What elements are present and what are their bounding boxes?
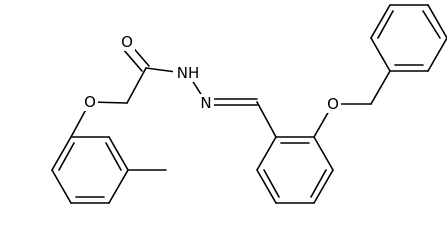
tolyl-ring — [51, 136, 167, 204]
amide-bond — [145, 67, 177, 73]
imine-aryl-bond — [256, 101, 277, 138]
carbonyl-ch2-bond — [126, 67, 147, 104]
amide-nh-label: NH — [177, 64, 200, 82]
bonds — [51, 4, 447, 204]
ether-oxygen-label: O — [84, 93, 96, 111]
imine-nitrogen-label: N — [200, 94, 211, 112]
structure-drawing: O NH N O O — [51, 4, 447, 204]
carbonyl-oxygen-label: O — [121, 33, 133, 51]
carbonyl-double-bond-a — [122, 48, 143, 72]
phenyl-ring — [370, 4, 447, 72]
atom-labels: O NH N O O — [82, 33, 341, 113]
benzyloxy-oxygen-label: O — [327, 95, 339, 113]
molecule-diagram: O NH N O O — [51, 4, 447, 204]
benzyl-ch2-bond — [370, 70, 391, 105]
benzylidene-ring — [256, 103, 334, 204]
